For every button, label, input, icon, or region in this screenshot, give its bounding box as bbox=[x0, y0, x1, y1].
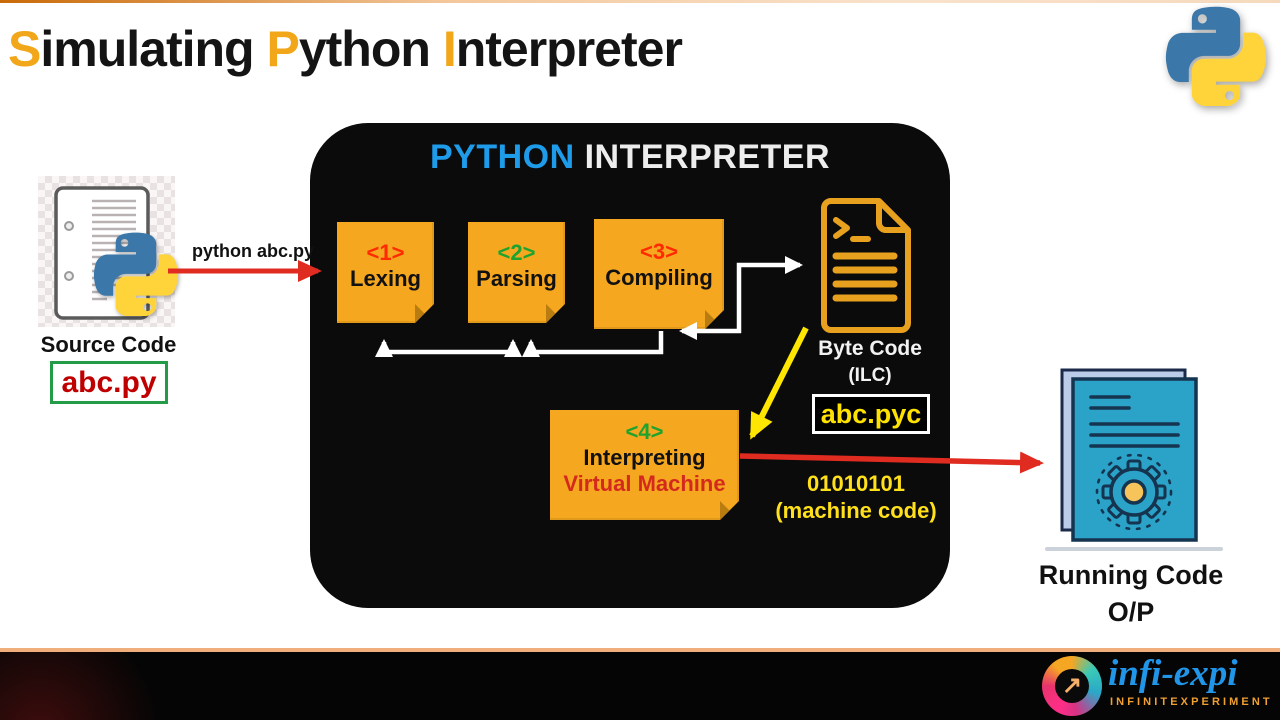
source-code-icon bbox=[38, 176, 178, 327]
stage-sublabel: Virtual Machine bbox=[563, 471, 726, 496]
output-caption-line2: O/P bbox=[1107, 597, 1155, 627]
stage-number: <4> bbox=[625, 419, 664, 444]
stage-number: <3> bbox=[640, 239, 678, 264]
interpreter-heading-python: PYTHON bbox=[429, 138, 575, 176]
brand-tagline: INFINITEXPERIMENT bbox=[1110, 696, 1273, 708]
stage-label: Compiling bbox=[605, 265, 713, 290]
top-accent-line bbox=[0, 0, 1280, 3]
stage-label: Lexing bbox=[350, 266, 421, 291]
stage-number: <1> bbox=[366, 240, 405, 265]
brand-name: infi-expi bbox=[1108, 653, 1238, 694]
stage-note-parsing: <2> Parsing bbox=[468, 222, 565, 323]
title-part: ython bbox=[298, 21, 443, 77]
bytecode-document-icon bbox=[821, 198, 911, 333]
output-caption-line1: Running Code bbox=[1038, 560, 1224, 590]
stage-note-interpreting: <4> Interpreting Virtual Machine bbox=[550, 410, 739, 520]
bytecode-caption-ilc: (ILC) bbox=[848, 365, 892, 386]
title-part: P bbox=[266, 21, 299, 77]
interpreter-heading: PYTHON INTERPRETER bbox=[310, 138, 950, 177]
title-part: S bbox=[8, 21, 41, 77]
footer-accent-line bbox=[0, 648, 1280, 652]
python-logo-small-icon bbox=[94, 232, 178, 316]
page-title: Simulating Python Interpreter bbox=[8, 20, 683, 78]
running-code-icon bbox=[1060, 368, 1198, 542]
machine-code-caption: (machine code) bbox=[775, 498, 937, 523]
stage-number: <2> bbox=[497, 240, 536, 265]
stage-label: Interpreting bbox=[583, 445, 706, 470]
stage-note-compiling: <3> Compiling bbox=[594, 219, 724, 329]
stage-label: Parsing bbox=[476, 266, 557, 291]
bytecode-caption: Byte Code bbox=[818, 337, 922, 360]
title-part: I bbox=[442, 21, 457, 77]
run-command-label: python abc.py bbox=[191, 241, 314, 261]
source-code-caption: Source Code bbox=[40, 332, 177, 357]
title-part: nterpreter bbox=[455, 21, 683, 77]
machine-code-value: 01010101 bbox=[807, 471, 905, 496]
output-caption: Running Code O/P bbox=[1030, 557, 1232, 631]
interpreter-heading-interpreter: INTERPRETER bbox=[574, 138, 831, 176]
title-part: imulating bbox=[40, 21, 267, 77]
brand-swirl-icon: ↗ bbox=[1042, 656, 1102, 716]
footer-bar: ↗ infi-expi INFINITEXPERIMENT bbox=[0, 652, 1280, 720]
icon-shadow bbox=[1045, 547, 1223, 551]
python-logo-icon bbox=[1165, 6, 1267, 106]
brand-arrow-icon: ↗ bbox=[1055, 669, 1089, 703]
bytecode-filename: abc.pyc bbox=[812, 394, 930, 434]
stage-note-lexing: <1> Lexing bbox=[337, 222, 434, 323]
source-filename: abc.py bbox=[50, 361, 168, 404]
